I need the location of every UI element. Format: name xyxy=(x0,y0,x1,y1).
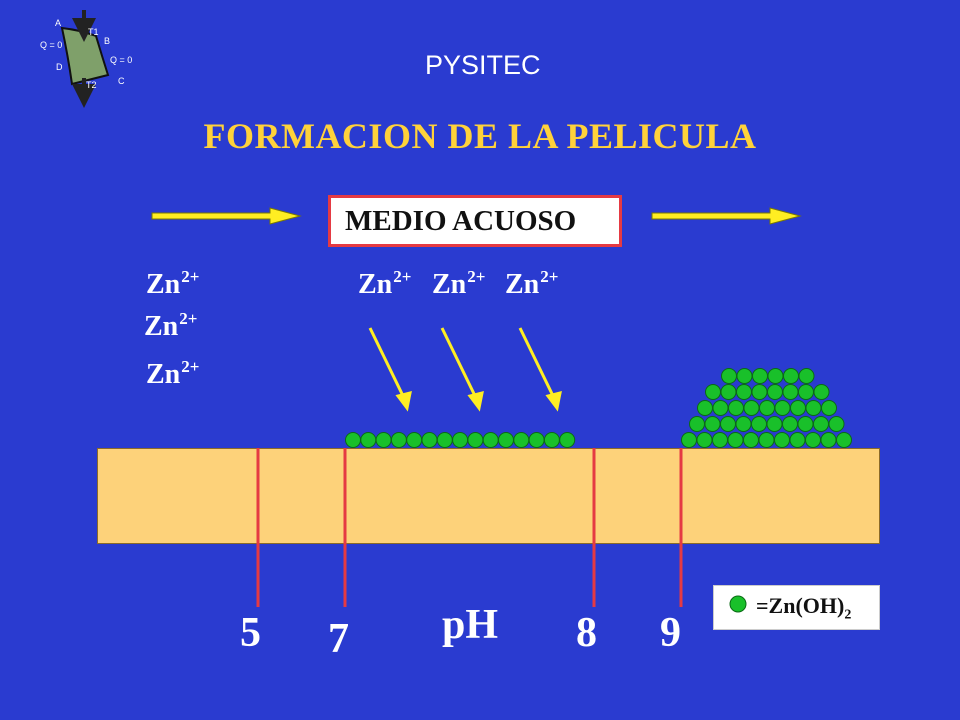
zn-oh2-particle xyxy=(406,432,423,448)
zn-oh2-particle xyxy=(421,432,438,448)
zn-oh2-particle xyxy=(467,432,484,448)
zn-oh2-particle xyxy=(813,416,829,432)
zn-oh2-particle xyxy=(543,432,560,448)
zn-oh2-particle xyxy=(798,368,815,384)
logo-label: T2 xyxy=(86,80,97,90)
ph-tick-label: 5 xyxy=(240,610,261,656)
zn-oh2-particle xyxy=(712,432,728,448)
zinc-ion: Zn2+ xyxy=(146,357,200,390)
zn-oh2-particle xyxy=(782,416,798,432)
deposition-arrowhead xyxy=(395,390,412,412)
zinc-ion: Zn2+ xyxy=(505,267,559,300)
zn-oh2-particle xyxy=(345,432,361,448)
logo-label: Q = 0 xyxy=(40,40,62,50)
medium-label: MEDIO ACUOSO xyxy=(328,195,622,247)
zn-oh2-particle xyxy=(752,368,768,384)
zn-oh2-particle xyxy=(820,432,837,448)
zn-oh2-particle xyxy=(720,416,736,432)
deposition-arrow xyxy=(368,327,407,401)
zn-oh2-particle xyxy=(721,368,737,384)
zn-oh2-particle xyxy=(705,384,721,400)
logo-label: D xyxy=(56,62,63,72)
zn-oh2-particle xyxy=(452,432,469,448)
zn-oh2-particle xyxy=(736,368,753,384)
zn-oh2-particle xyxy=(774,432,790,448)
brand-name: PYSITEC xyxy=(425,50,541,80)
deposition-arrow xyxy=(440,327,479,401)
metal-substrate xyxy=(97,448,880,544)
zn-oh2-particle xyxy=(704,416,721,432)
zn-oh2-particle xyxy=(798,384,814,400)
zn-oh2-particle xyxy=(805,432,821,448)
logo-label: T1 xyxy=(88,27,99,37)
zn-oh2-particle xyxy=(813,384,830,400)
zn-oh2-particle xyxy=(697,400,713,416)
logo-label: A xyxy=(55,18,61,28)
zn-oh2-particle xyxy=(559,432,576,448)
zn-oh2-particle xyxy=(828,416,845,432)
logo-label: B xyxy=(104,36,110,46)
zn-oh2-particle xyxy=(728,400,744,416)
zn-oh2-particle xyxy=(836,432,852,448)
zn-oh2-particle xyxy=(774,400,791,416)
ph-tick-label: 8 xyxy=(576,610,597,656)
zn-oh2-particle xyxy=(528,432,545,448)
flow-arrow-right xyxy=(651,207,802,225)
zn-oh2-particle xyxy=(789,432,806,448)
zn-oh2-particle xyxy=(783,368,799,384)
flow-arrow-left xyxy=(151,207,302,225)
zn-oh2-particle xyxy=(758,432,775,448)
zinc-ion: Zn2+ xyxy=(146,267,200,300)
zinc-ion: Zn2+ xyxy=(144,309,198,342)
deposition-arrow xyxy=(518,327,557,401)
zn-oh2-particle xyxy=(681,432,697,448)
zn-oh2-particle xyxy=(821,400,837,416)
zn-oh2-particle xyxy=(743,400,760,416)
zn-oh2-particle xyxy=(720,384,737,400)
ph-axis-label: pH xyxy=(442,602,499,648)
zn-oh2-particle xyxy=(390,432,407,448)
deposition-arrowhead xyxy=(545,390,562,412)
zn-oh2-particle xyxy=(712,400,729,416)
zn-oh2-particle xyxy=(782,384,799,400)
zn-oh2-particle xyxy=(751,416,767,432)
ph-tick-label: 9 xyxy=(660,610,681,656)
zn-oh2-particle xyxy=(696,432,713,448)
logo-label: C xyxy=(118,76,125,86)
logo-label: Q = 0 xyxy=(110,55,132,65)
zn-oh2-particle xyxy=(727,432,744,448)
zn-oh2-particle xyxy=(743,432,759,448)
zn-oh2-particle xyxy=(767,384,783,400)
zn-oh2-particle xyxy=(790,400,806,416)
zinc-ion: Zn2+ xyxy=(432,267,486,300)
zn-oh2-particle xyxy=(360,432,377,448)
zn-oh2-particle xyxy=(751,384,768,400)
ph-tick-label: 7 xyxy=(328,616,349,662)
zn-oh2-particle xyxy=(797,416,814,432)
zn-oh2-particle xyxy=(805,400,822,416)
carnot-cycle-logo-icon: A T1 B Q = 0 Q = 0 D T2 C xyxy=(40,10,132,108)
deposition-arrowhead xyxy=(467,390,484,412)
zn-oh2-particle xyxy=(513,432,530,448)
zn-oh2-particle xyxy=(498,432,514,448)
zn-oh2-particle xyxy=(736,384,752,400)
zn-oh2-particle xyxy=(767,368,784,384)
zn-oh2-particle xyxy=(482,432,499,448)
zn-oh2-particle xyxy=(759,400,775,416)
page-title: FORMACION DE LA PELICULA xyxy=(203,116,757,156)
zn-oh2-particle xyxy=(766,416,783,432)
legend-label: =Zn(OH)2 xyxy=(756,593,852,623)
zn-oh2-particle xyxy=(375,432,392,448)
zn-oh2-particle xyxy=(689,416,705,432)
zn-oh2-particle xyxy=(735,416,752,432)
zinc-ion: Zn2+ xyxy=(358,267,412,300)
zn-oh2-particle xyxy=(436,432,453,448)
